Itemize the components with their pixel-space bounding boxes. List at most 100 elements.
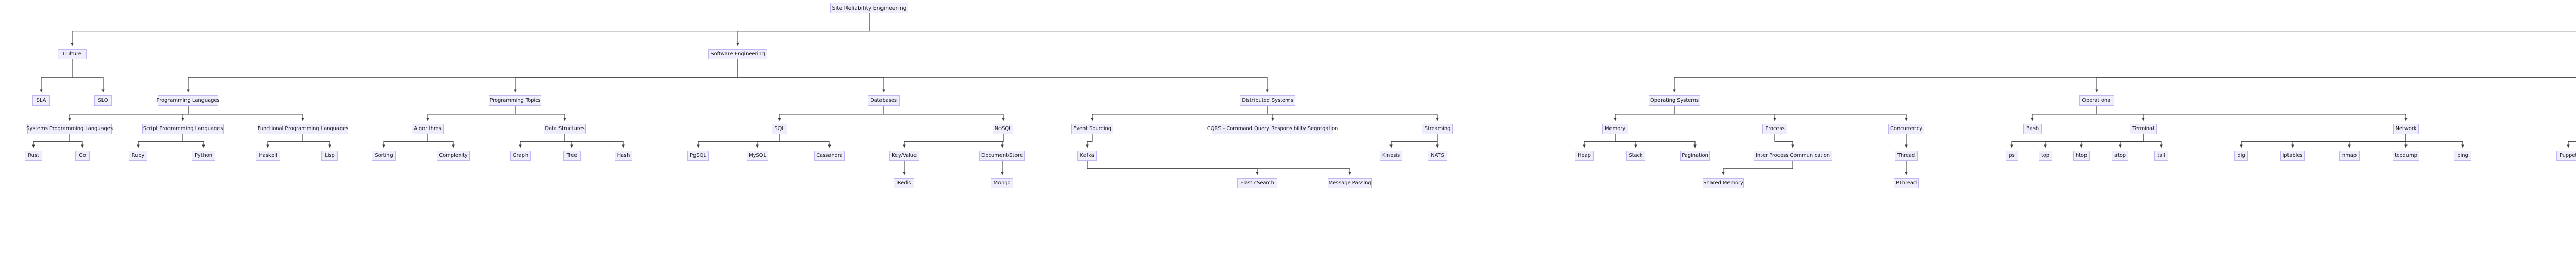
- tree-node-datastruct[interactable]: Data Structures: [544, 124, 586, 134]
- tree-node-label: Graph: [512, 153, 529, 158]
- tree-node-htop[interactable]: htop: [2073, 151, 2090, 161]
- tree-node-nmap[interactable]: nmap: [2339, 151, 2360, 161]
- tree-node-label: Software Engineering: [710, 51, 765, 57]
- tree-node-label: ping: [2457, 153, 2468, 158]
- tree-node-softeng[interactable]: Software Engineering: [708, 49, 767, 59]
- tree-node-sorting[interactable]: Sorting: [372, 151, 396, 161]
- tree-node-puppet[interactable]: Puppet: [2556, 151, 2576, 161]
- tree-edge: [515, 106, 566, 121]
- tree-node-tail[interactable]: tail: [2154, 151, 2168, 161]
- tree-node-stack[interactable]: Stack: [1626, 151, 1645, 161]
- tree-node-distsys[interactable]: Distributed Systems: [1240, 95, 1295, 106]
- tree-edge: [1673, 77, 2576, 92]
- tree-node-lisp[interactable]: Lisp: [321, 151, 338, 161]
- tree-node-atop[interactable]: atop: [2112, 151, 2128, 161]
- tree-node-label: Programming Topics: [489, 98, 541, 103]
- tree-node-go[interactable]: Go: [75, 151, 90, 161]
- tree-node-oprtnl[interactable]: Operational: [2079, 95, 2114, 106]
- tree-node-iptables[interactable]: iptables: [2280, 151, 2305, 161]
- tree-node-ps[interactable]: ps: [2006, 151, 2018, 161]
- tree-edge: [697, 134, 780, 148]
- tree-node-heap[interactable]: Heap: [1575, 151, 1594, 161]
- tree-node-ruby[interactable]: Ruby: [129, 151, 147, 161]
- tree-node-nats[interactable]: NATS: [1428, 151, 1447, 161]
- tree-node-kafka[interactable]: Kafka: [1077, 151, 1097, 161]
- tree-edge: [514, 59, 738, 92]
- tree-node-document[interactable]: Document/Store: [979, 151, 1025, 161]
- tree-node-process[interactable]: Process: [1762, 124, 1787, 134]
- tree-node-complexity[interactable]: Complexity: [437, 151, 470, 161]
- tree-node-tree[interactable]: Tree: [563, 151, 581, 161]
- tree-node-elastic[interactable]: ElasticSearch: [1237, 178, 1277, 188]
- tree-node-culture[interactable]: Culture: [58, 49, 87, 59]
- tree-node-nosql[interactable]: NoSQL: [993, 124, 1013, 134]
- tree-node-label: nmap: [2342, 153, 2357, 158]
- tree-node-opsys[interactable]: Operating Systems: [1649, 95, 1700, 106]
- tree-node-label: SLO: [98, 98, 108, 103]
- tree-node-concurrency[interactable]: Concurrency: [1888, 124, 1924, 134]
- tree-node-algorithms[interactable]: Algorithms: [412, 124, 444, 134]
- tree-edge: [1615, 134, 1637, 148]
- tree-node-label: NATS: [1431, 153, 1444, 158]
- tree-node-bash[interactable]: Bash: [2023, 124, 2042, 134]
- tree-node-graph[interactable]: Graph: [510, 151, 531, 161]
- tree-edge: [1267, 106, 1439, 121]
- tree-node-label: Process: [1765, 126, 1785, 132]
- tree-node-label: Haskell: [259, 153, 277, 158]
- tree-node-mongo[interactable]: Mongo: [991, 178, 1013, 188]
- tree-node-tcpdump[interactable]: tcpdump: [2393, 151, 2419, 161]
- tree-node-keyvalue[interactable]: Key/Value: [889, 151, 919, 161]
- tree-edge: [2348, 134, 2406, 148]
- tree-node-redis[interactable]: Redis: [894, 178, 914, 188]
- tree-node-progtop[interactable]: Programming Topics: [489, 95, 541, 106]
- tree-node-label: Inter Process Communication: [1756, 153, 1830, 158]
- tree-edge: [2080, 134, 2144, 148]
- tree-edge: [2044, 134, 2144, 148]
- tree-node-ping[interactable]: ping: [2454, 151, 2471, 161]
- tree-edge: [1674, 106, 1908, 121]
- tree-node-cqrs[interactable]: CQRS - Command Query Responsibility Segr…: [1207, 124, 1338, 134]
- tree-node-sysproglang[interactable]: Systems Programming Languages: [26, 124, 113, 134]
- tree-node-databases[interactable]: Databases: [868, 95, 900, 106]
- tree-node-memory[interactable]: Memory: [1602, 124, 1628, 134]
- tree-node-thread[interactable]: Thread: [1895, 151, 1918, 161]
- tree-node-terminal[interactable]: Terminal: [2130, 124, 2157, 134]
- tree-node-slo[interactable]: SLO: [94, 95, 112, 106]
- tree-edge: [1615, 134, 1697, 148]
- tree-node-label: Rust: [28, 153, 39, 158]
- tree-node-pthread[interactable]: PThread: [1894, 178, 1919, 188]
- tree-node-pagination[interactable]: Pagination: [1680, 151, 1710, 161]
- tree-node-label: Data Structures: [545, 126, 585, 132]
- tree-node-sharedmem[interactable]: Shared Memory: [1703, 178, 1744, 188]
- tree-node-pgsql[interactable]: PgSQL: [687, 151, 709, 161]
- tree-node-mysql[interactable]: MySQL: [747, 151, 768, 161]
- tree-node-python[interactable]: Python: [192, 151, 215, 161]
- tree-node-label: Python: [194, 153, 213, 158]
- tree-node-label: dig: [2237, 153, 2245, 158]
- tree-edge: [1001, 134, 1004, 148]
- tree-edge: [2405, 134, 2464, 148]
- tree-node-kinesis[interactable]: Kinesis: [1380, 151, 1402, 161]
- tree-node-dig[interactable]: dig: [2234, 151, 2248, 161]
- tree-node-root[interactable]: Site Reliability Engineering: [830, 3, 908, 13]
- tree-node-top[interactable]: top: [2039, 151, 2052, 161]
- tree-edge: [137, 134, 183, 148]
- tree-node-hash[interactable]: Hash: [615, 151, 632, 161]
- tree-node-scriptlang[interactable]: Script Programming Languages: [142, 124, 224, 134]
- tree-node-network3[interactable]: Network: [2393, 124, 2419, 134]
- tree-node-streaming[interactable]: Streaming: [1422, 124, 1453, 134]
- tree-node-ipc[interactable]: Inter Process Communication: [1754, 151, 1832, 161]
- tree-edge: [564, 134, 573, 148]
- tree-node-proglang[interactable]: Programming Languages: [156, 95, 220, 106]
- tree-node-sql[interactable]: SQL: [772, 124, 787, 134]
- tree-node-haskell[interactable]: Haskell: [256, 151, 280, 161]
- tree-node-eventsourcing[interactable]: Event Sourcing: [1071, 124, 1113, 134]
- tree-edge: [1267, 106, 1274, 121]
- tree-node-msgpassing[interactable]: Message Passing: [1328, 178, 1372, 188]
- tree-node-rust[interactable]: Rust: [25, 151, 42, 161]
- tree-node-sla[interactable]: SLA: [32, 95, 50, 106]
- tree-node-label: Systems Programming Languages: [26, 126, 113, 132]
- tree-node-cassandra[interactable]: Cassandra: [814, 151, 845, 161]
- tree-node-funclang[interactable]: Functional Programming Languages: [258, 124, 348, 134]
- tree-node-label: Functional Programming Languages: [257, 126, 349, 132]
